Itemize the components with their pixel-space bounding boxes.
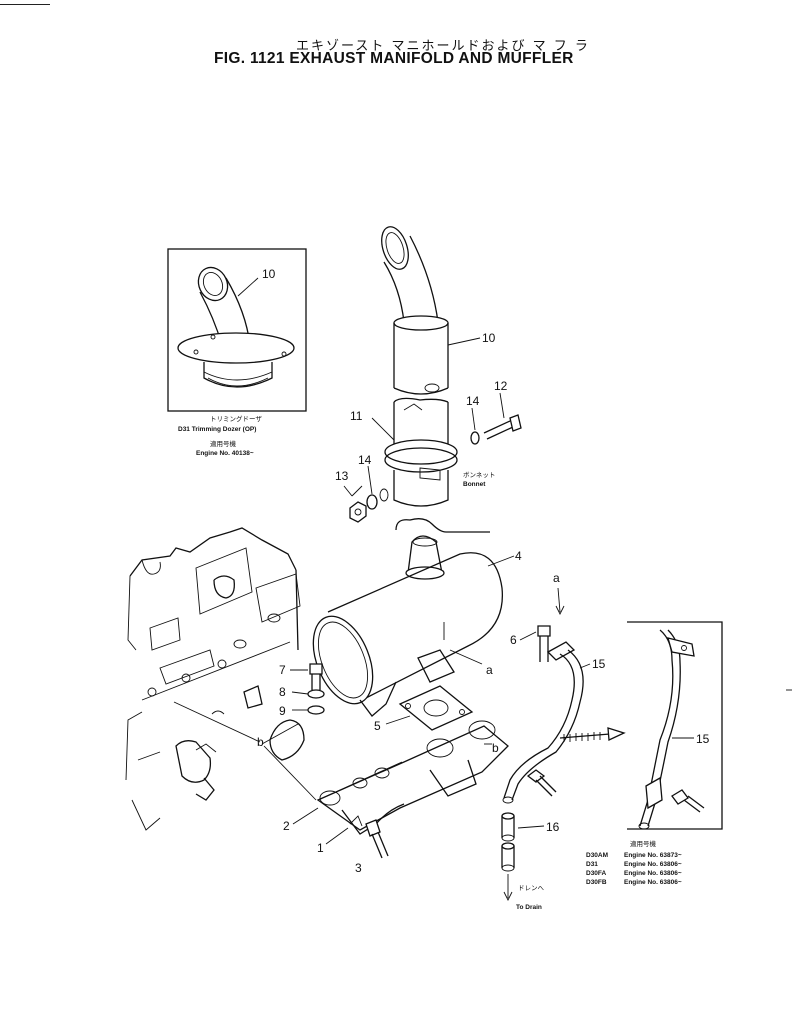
callout-10-inset: 10 xyxy=(262,267,276,281)
inset-exhaust-pipe xyxy=(177,266,295,388)
alignment-a-lower-line xyxy=(449,649,483,665)
callout-3: 3 xyxy=(355,861,362,875)
leader-14-lower xyxy=(367,465,373,495)
clamp-11 xyxy=(384,397,458,507)
washer-8 xyxy=(307,689,325,699)
serial-row-engine: Engine No. 63806~ xyxy=(624,870,682,877)
leader-1 xyxy=(325,827,349,845)
corner-rule xyxy=(0,4,50,5)
leader-5 xyxy=(385,715,411,725)
leader-13 xyxy=(343,485,363,497)
leader-10 xyxy=(447,337,481,346)
serial-row-engine: Engine No. 63806~ xyxy=(624,861,682,868)
alignment-b-right: b xyxy=(492,741,499,755)
callout-15-inset: 15 xyxy=(696,732,710,746)
exhaust-pipe-10 xyxy=(381,226,449,395)
alignment-b-left-line xyxy=(173,701,261,743)
nut-13 xyxy=(349,501,367,523)
alignment-b-left: b xyxy=(257,735,264,749)
leader-10-inset xyxy=(237,277,259,297)
bonnet-edge xyxy=(395,518,490,533)
inset-caption-model: D31 Trimming Dozer (OP) xyxy=(178,426,256,433)
callout-5: 5 xyxy=(374,719,381,733)
inset-frame xyxy=(167,248,307,412)
hose-16 xyxy=(501,812,515,872)
alignment-b-left-line2 xyxy=(263,745,317,801)
pointer-arrow-head xyxy=(607,727,626,741)
callout-15: 15 xyxy=(592,657,606,671)
bonnet-label: Bonnet xyxy=(463,481,486,488)
callout-14-lower: 14 xyxy=(358,453,372,467)
inset-trimming-dozer: 10 xyxy=(167,248,307,412)
leader-16 xyxy=(517,825,545,829)
callout-16: 16 xyxy=(546,820,560,834)
drain-tube-15 xyxy=(502,641,584,804)
callout-12: 12 xyxy=(494,379,508,393)
callout-14-upper: 14 xyxy=(466,394,480,408)
inset-drain-tube xyxy=(627,621,723,830)
engine-block xyxy=(125,527,305,831)
pointer-arrow-shaft xyxy=(559,733,611,739)
callout-9: 9 xyxy=(279,704,286,718)
serial-row-model: D30FA xyxy=(586,870,607,877)
washer-14-upper xyxy=(470,431,480,445)
serial-table: D30AM Engine No. 63873~ D31 Engine No. 6… xyxy=(586,852,682,886)
muffler-4 xyxy=(312,535,504,717)
pointer-arrow-hatch xyxy=(563,732,601,742)
alignment-a-upper-arrow xyxy=(555,605,565,616)
callout-13: 13 xyxy=(335,469,349,483)
callout-11: 11 xyxy=(350,409,363,423)
serial-table-header: 適用号機 xyxy=(630,839,657,848)
serial-row-engine: Engine No. 63806~ xyxy=(624,879,682,886)
alignment-a-lower: a xyxy=(486,663,493,677)
leader-6 xyxy=(519,631,537,641)
serial-row-model: D30AM xyxy=(586,852,608,859)
inset-caption-jp: トリミングドーザ xyxy=(210,414,262,423)
drain-label-jp: ドレンへ xyxy=(518,885,545,892)
callout-4: 4 xyxy=(515,549,522,563)
leader-12 xyxy=(499,392,505,419)
inset-serial-jp: 適用号機 xyxy=(210,439,237,448)
figure-title-japanese: エキゾースト マニホールドおよび マ フ ラ xyxy=(296,39,590,54)
serial-row-model: D30FB xyxy=(586,879,607,886)
callout-2: 2 xyxy=(283,819,290,833)
callout-10: 10 xyxy=(482,331,496,345)
inset-serial: Engine No. 40138~ xyxy=(196,450,254,457)
bolt-3 xyxy=(365,819,389,859)
alignment-a-upper: a xyxy=(553,571,560,585)
gasket-5 xyxy=(398,685,474,731)
leader-11 xyxy=(371,417,395,441)
callout-8: 8 xyxy=(279,685,286,699)
inset-right-frame xyxy=(627,621,723,830)
bolt-7 xyxy=(309,663,323,690)
drain-arrow-head xyxy=(503,891,513,902)
callout-1: 1 xyxy=(317,841,324,855)
alignment-a-upper-line xyxy=(557,587,561,613)
leader-4 xyxy=(487,555,515,567)
leader-14-upper xyxy=(471,407,476,431)
manifold-gasket-2 xyxy=(317,761,403,801)
leader-15 xyxy=(579,663,591,669)
bonnet-label-jp: ボンネット xyxy=(463,471,495,479)
callout-6: 6 xyxy=(510,633,517,647)
leader-8 xyxy=(291,691,309,695)
washer-14-lower xyxy=(366,494,378,510)
drain-label: To Drain xyxy=(516,904,542,911)
callout-7: 7 xyxy=(279,663,286,677)
bolt-6 xyxy=(537,625,551,662)
washer-9 xyxy=(307,705,325,715)
bolt-12 xyxy=(483,414,522,440)
gasket-ring xyxy=(379,488,389,502)
inset-bolt xyxy=(671,789,705,813)
figure-title: FIG. 1121 EXHAUST MANIFOLD AND MUFFLER xyxy=(214,50,574,67)
leader-2 xyxy=(292,807,319,825)
clamp-bolt xyxy=(526,769,557,797)
serial-row-model: D31 xyxy=(586,861,598,868)
serial-row-engine: Engine No. 63873~ xyxy=(624,852,682,859)
exhaust-manifold-1 xyxy=(316,720,509,835)
